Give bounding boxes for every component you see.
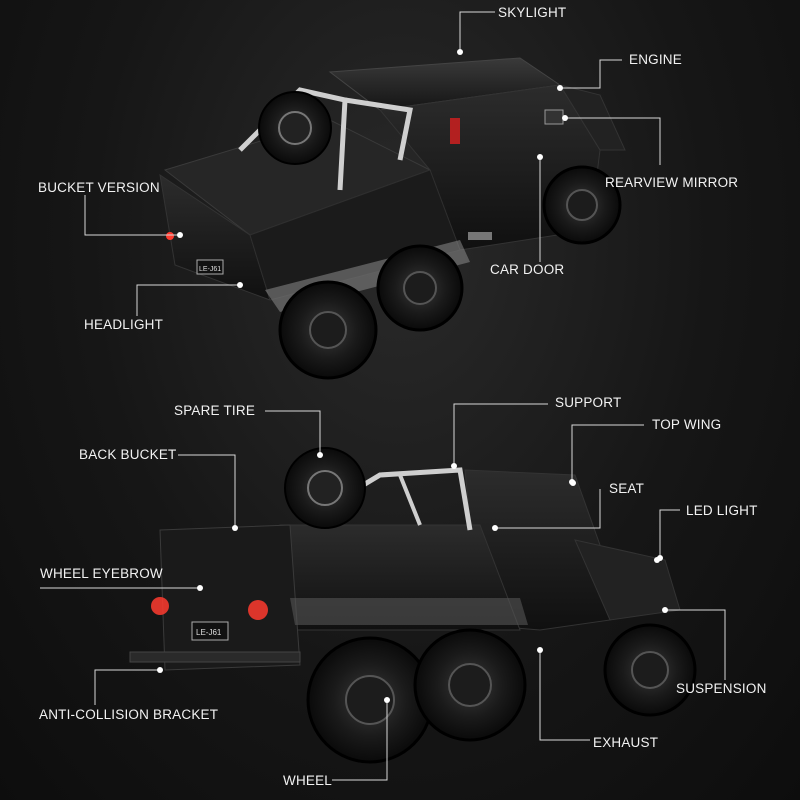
label-bucket-version: BUCKET VERSION [38, 180, 160, 195]
top-exhaust [468, 232, 492, 240]
bottom-taillight-left [151, 597, 169, 615]
label-skylight: SKYLIGHT [498, 5, 567, 20]
line-engine [560, 59, 622, 89]
top-taillight [166, 232, 174, 240]
line-rearview-mirror [565, 117, 661, 165]
top-license-plate [196, 259, 224, 275]
label-led-light: LED LIGHT [686, 503, 758, 518]
bottom-truck: LE-J61 [129, 447, 697, 764]
bottom-bumper-bracket [129, 651, 301, 663]
label-suspension: SUSPENSION [676, 681, 767, 696]
bottom-roll-bar-2 [398, 474, 422, 526]
line-anti-collision [94, 669, 160, 705]
line-exhaust [539, 650, 590, 741]
line-bucket-version [84, 195, 180, 236]
label-engine: ENGINE [629, 52, 682, 67]
top-spare-hub [278, 111, 312, 145]
line-top-wing [571, 424, 644, 482]
bottom-rear-hub [345, 675, 395, 725]
label-rearview-mirror: REARVIEW MIRROR [605, 175, 739, 190]
line-seat [495, 489, 601, 529]
line-headlight [136, 284, 240, 316]
line-suspension [665, 609, 726, 680]
top-roll-bar-2 [344, 97, 413, 161]
line-skylight [459, 11, 495, 52]
bottom-spare-hub [307, 470, 343, 506]
label-back-bucket: BACK BUCKET [79, 447, 177, 462]
label-wheel: WHEEL [283, 773, 333, 788]
bottom-side-trim [290, 598, 528, 625]
line-spare-tire [265, 410, 321, 455]
label-spare-tire: SPARE TIRE [174, 403, 256, 418]
bottom-license-plate [191, 621, 229, 641]
label-car-door: CAR DOOR [490, 262, 565, 277]
top-rear-hub [309, 311, 347, 349]
label-exhaust: EXHAUST [593, 735, 659, 750]
line-support [453, 403, 548, 466]
bottom-plate-text: LE-J61 [196, 628, 222, 637]
label-support: SUPPORT [555, 395, 622, 410]
bottom-taillight-right [248, 600, 268, 620]
top-seat [450, 118, 460, 144]
top-plate-text: LE-J61 [199, 266, 221, 273]
line-wheel [332, 700, 388, 781]
line-led-light [659, 509, 680, 558]
line-back-bucket [178, 454, 236, 528]
bottom-front-hub [631, 651, 669, 689]
label-anti-collision-bracket: ANTI-COLLISION BRACKET [39, 707, 219, 722]
label-headlight: HEADLIGHT [84, 317, 164, 332]
top-mid-hub [403, 271, 437, 305]
label-top-wing: TOP WING [652, 417, 722, 432]
label-seat: SEAT [609, 481, 645, 496]
label-wheel-eyebrow: WHEEL EYEBROW [40, 566, 163, 581]
bottom-mid-hub [448, 663, 492, 707]
top-truck: LE-J61 [159, 57, 626, 380]
top-front-hub [566, 189, 598, 221]
